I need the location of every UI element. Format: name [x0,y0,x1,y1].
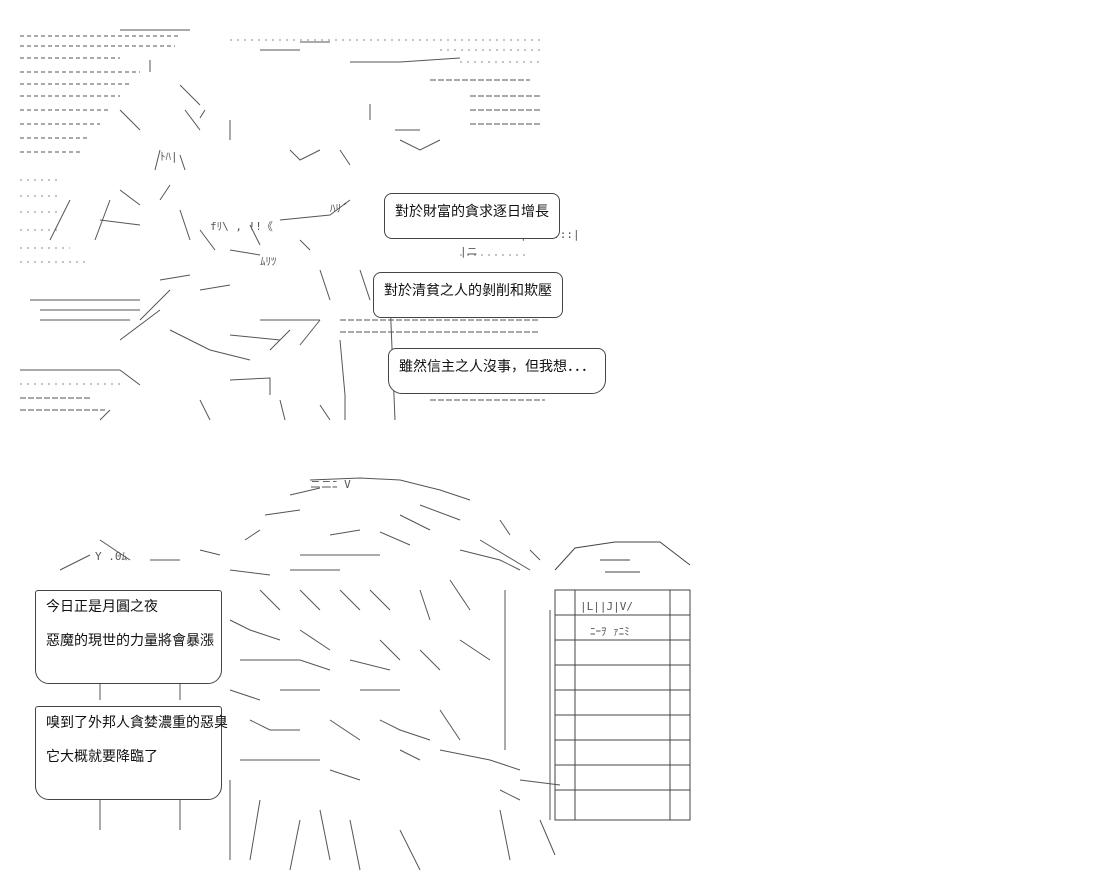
svg-text:ﾆｰｦ ｧﾆﾐ: ﾆｰｦ ｧﾆﾐ [590,625,630,638]
bubble-line-1: 嗅到了外邦人貪婪濃重的惡臭 [46,715,228,731]
bubble-line-2: 惡魔的現世的力量將會暴漲 [46,633,214,649]
svg-text:Y .0ﾑ: Y .0ﾑ [95,550,127,563]
bottom-panel: |L||J|V/ ﾆｰｦ ｧﾆﾐ ニニﾆ V Y .0ﾑ 今日正是月圓之夜 惡魔… [0,460,1100,880]
speech-bubble-wealth: 對於財富的貪求逐日增長 [384,193,560,239]
svg-text:ﾊﾘ ﾞ: ﾊﾘ ﾞ [330,202,349,215]
svg-text:|L||J|V/: |L||J|V/ [580,600,633,613]
bubble-text: 對於清貧之人的剝削和欺壓 [384,283,552,299]
top-panel: ﾄﾊ| fﾘ\ , !!《 ﾑﾘﾂ ﾊﾘ ﾞ |:::::::| |ニ 對於財富… [0,0,1100,430]
svg-text:|ニ: |ニ [460,245,478,258]
svg-text:ﾄﾊ|: ﾄﾊ| [160,150,178,163]
speech-bubble-stench: 嗅到了外邦人貪婪濃重的惡臭 它大概就要降臨了 [35,706,228,800]
speech-bubble-full-moon: 今日正是月圓之夜 惡魔的現世的力量將會暴漲 [35,590,222,684]
svg-text:ニニﾆ V: ニニﾆ V [310,478,351,491]
bubble-text: 雖然信主之人沒事，但我想．．． [399,359,595,375]
speech-bubble-believers: 雖然信主之人沒事，但我想．．． [388,348,606,394]
bubble-line-2: 它大概就要降臨了 [46,749,158,765]
bubble-text: 對於財富的貪求逐日增長 [395,204,549,220]
svg-text:ﾑﾘﾂ: ﾑﾘﾂ [260,255,277,268]
bubble-line-1: 今日正是月圓之夜 [46,599,158,615]
speech-bubble-oppression: 對於清貧之人的剝削和欺壓 [373,272,563,318]
svg-text:fﾘ\ , !!《: fﾘ\ , !!《 [210,220,273,233]
